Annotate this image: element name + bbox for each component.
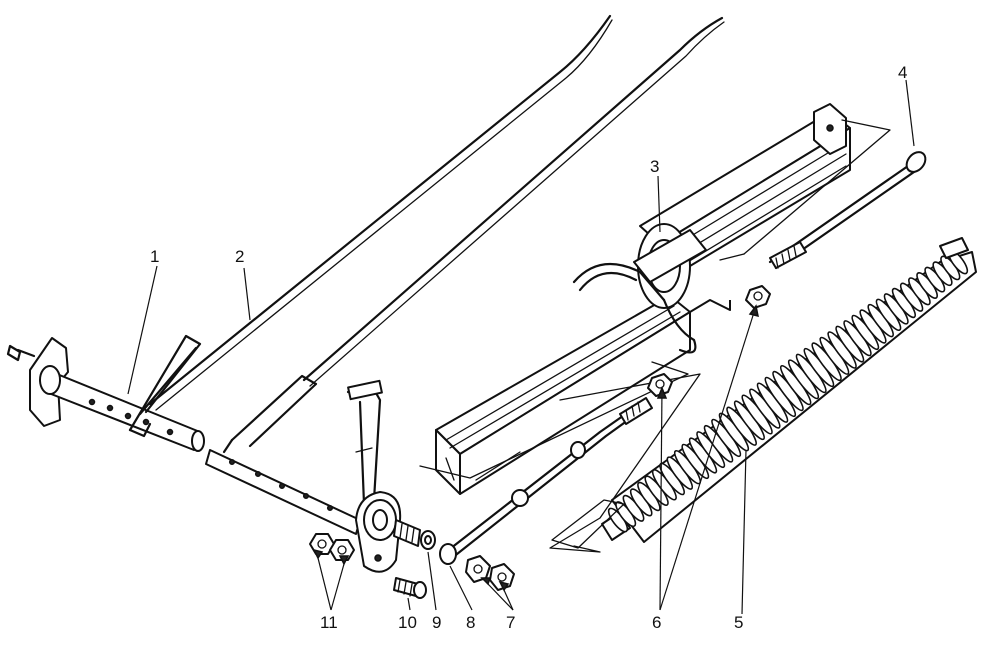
- long-rod-1: [148, 14, 612, 406]
- callout-8: 8: [466, 613, 475, 632]
- long-rod-1-edge: [155, 19, 613, 411]
- long-rod-2: [302, 16, 724, 382]
- callout-1: 1: [150, 247, 159, 266]
- part-4-eye-rod: [745, 151, 927, 309]
- callout-10: 10: [398, 613, 417, 632]
- nut-6b: [647, 373, 673, 397]
- part-5-spring: [551, 237, 977, 549]
- part-1-shaft: [6, 334, 205, 452]
- callout-2: 2: [235, 247, 244, 266]
- callout-5: 5: [734, 613, 743, 632]
- callout-6: 6: [652, 613, 661, 632]
- hub-assembly: [309, 491, 436, 599]
- callout-4: 4: [898, 63, 907, 82]
- callout-11: 11: [320, 613, 338, 632]
- callout-9: 9: [432, 613, 441, 632]
- part-3-housing: [419, 103, 891, 495]
- shadow-plane-1: [419, 361, 689, 479]
- nut-6a: [745, 285, 771, 309]
- part-2-lever-shaft: [205, 374, 383, 535]
- leader-lines: [127, 79, 915, 615]
- nut-11a: [309, 533, 335, 555]
- long-rod-2-edge: [309, 21, 725, 387]
- callout-labels: 1 2 3 4 5 6 7 8 9 10 11: [150, 63, 907, 632]
- nut-11b: [329, 539, 355, 561]
- callout-3: 3: [650, 157, 659, 176]
- callout-7: 7: [506, 613, 515, 632]
